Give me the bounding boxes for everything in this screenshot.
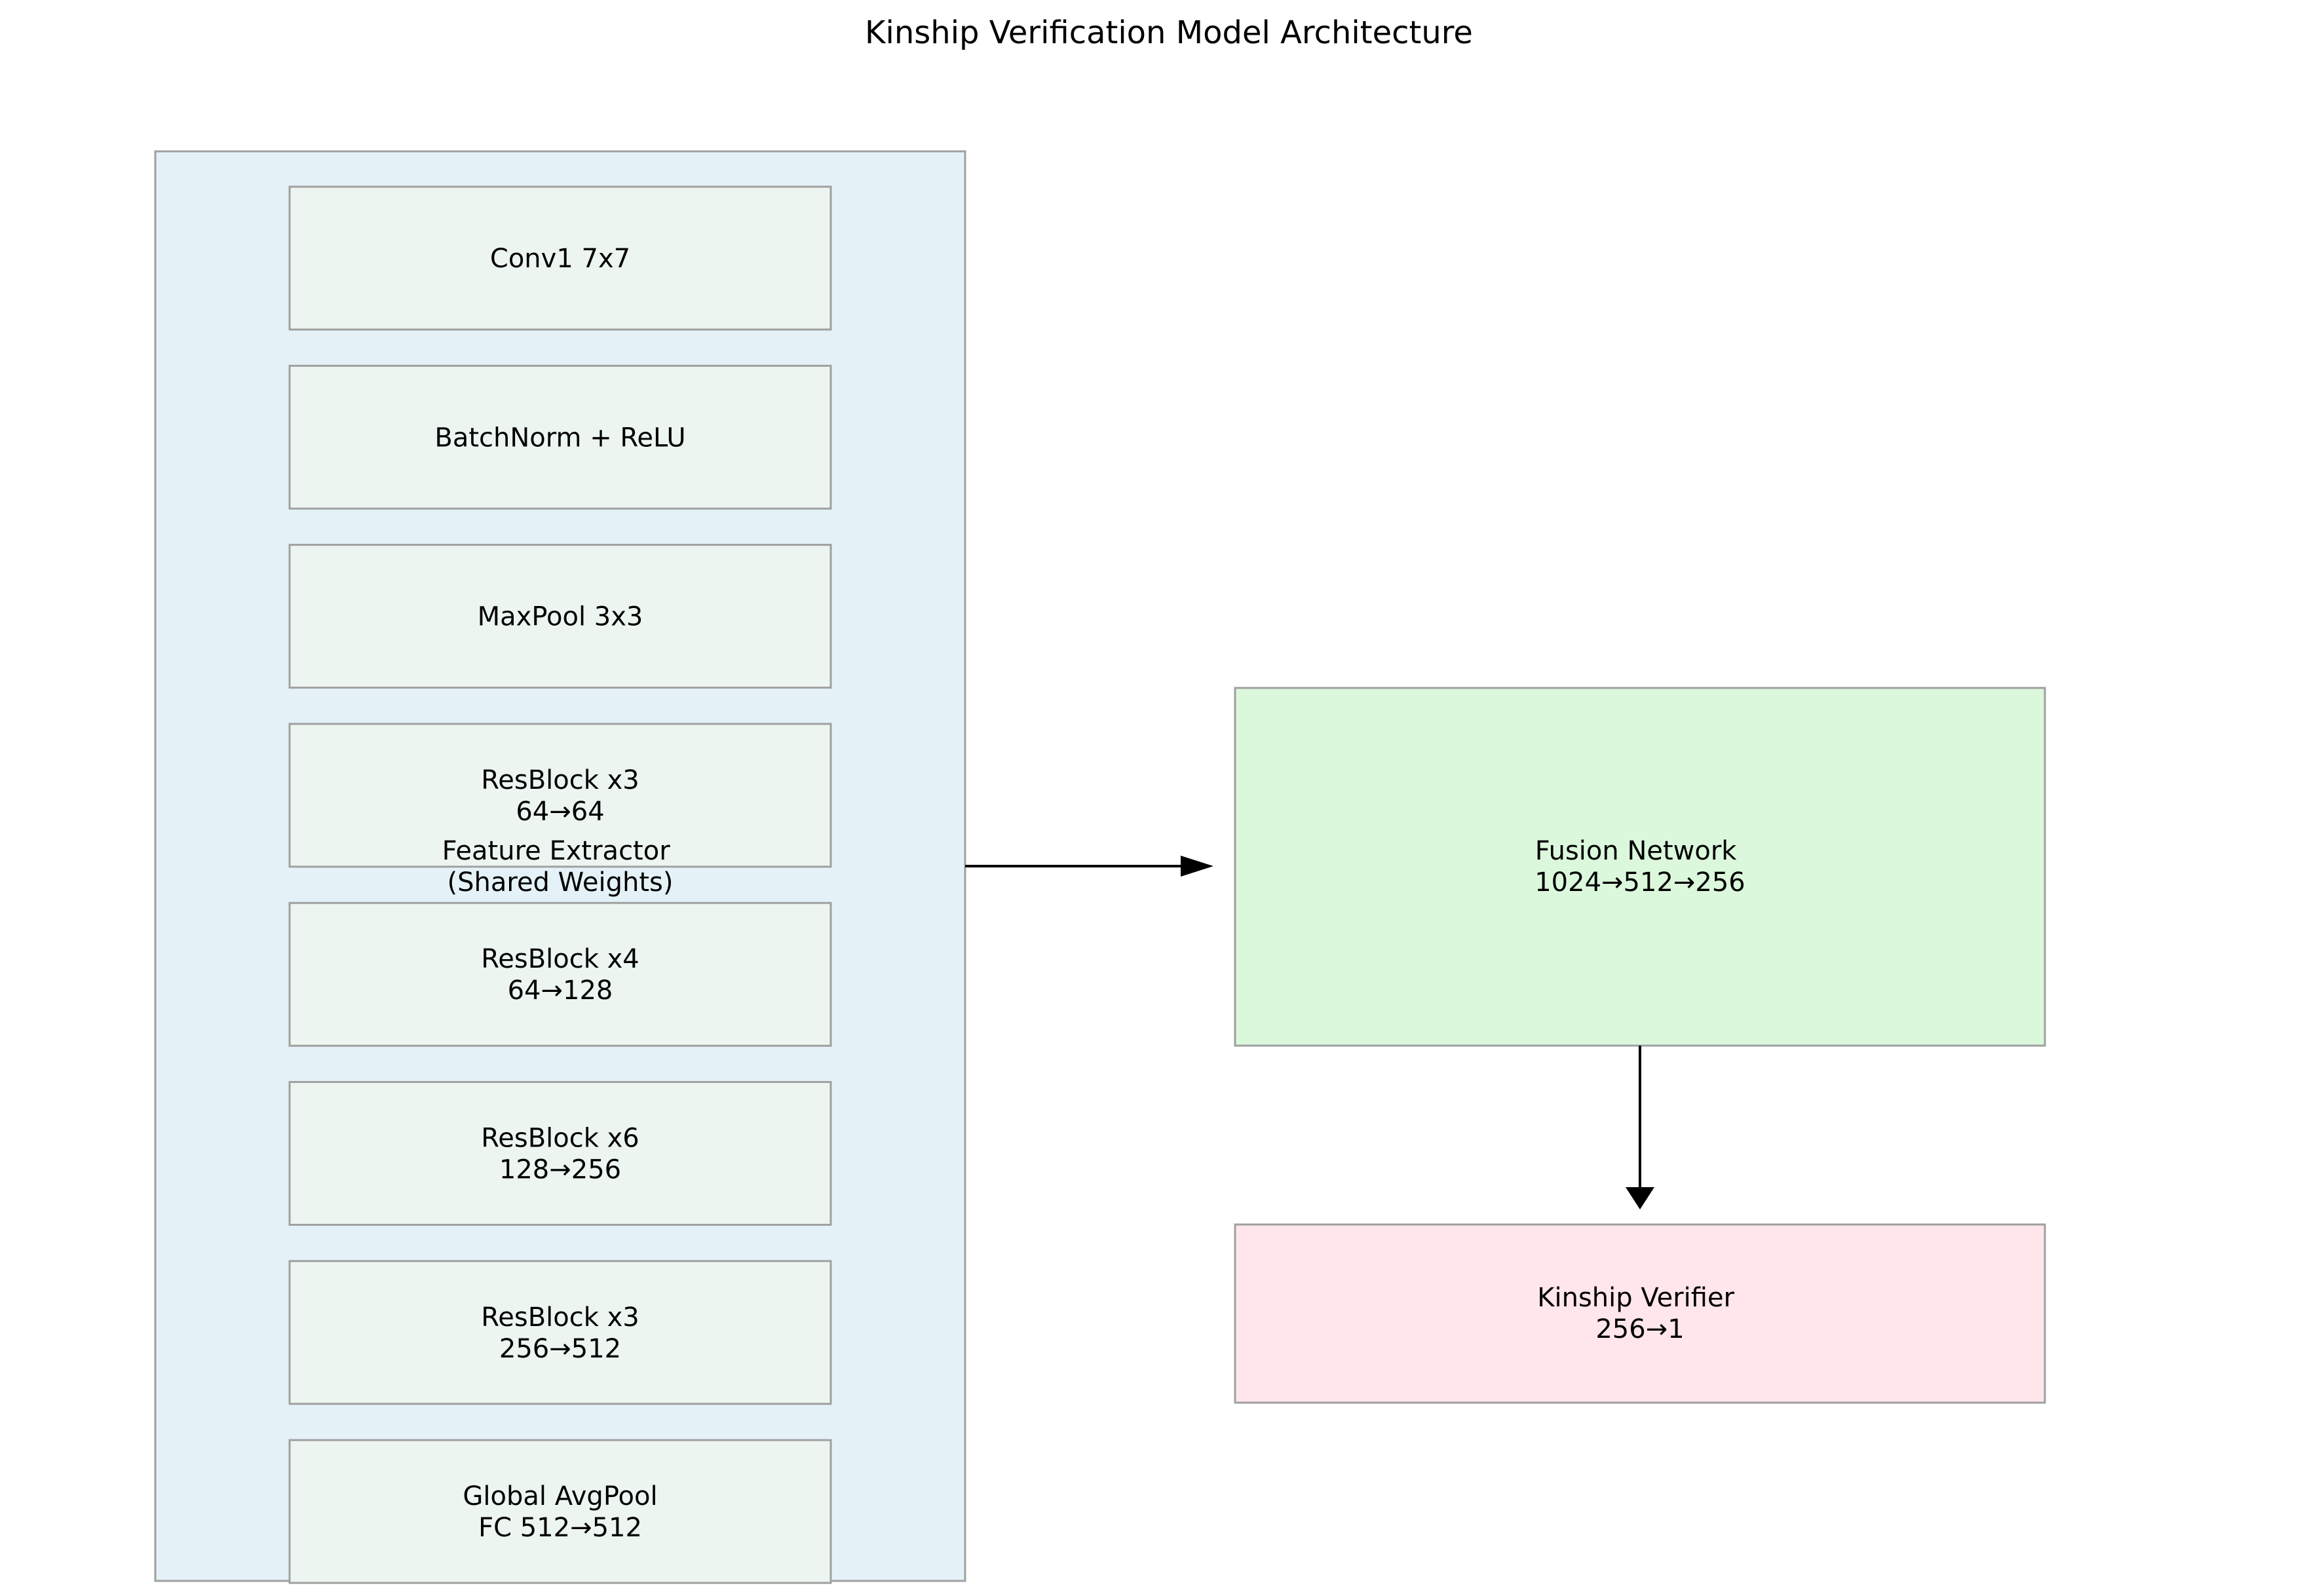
layer-label-line: 128→256	[499, 1155, 621, 1185]
kinship-verifier-box	[1234, 1223, 2046, 1404]
layer-box	[288, 1081, 832, 1226]
layer-label-line: ResBlock x3	[481, 1302, 639, 1333]
feature-extractor-label: Feature Extractor (Shared Weights)	[442, 836, 679, 898]
fusion-network-label-line-1: Fusion Network	[1535, 836, 1738, 866]
layer-label-line: FC 512→512	[478, 1513, 642, 1543]
kinship-verifier-label-line-1: Kinship Verifier	[1537, 1283, 1734, 1313]
layer-label-line: BatchNorm + ReLU	[434, 423, 685, 453]
feature-extractor-label-line-2: (Shared Weights)	[448, 867, 674, 898]
fusion-network-box	[1234, 687, 2046, 1047]
layer-label-line: MaxPool 3x3	[478, 602, 643, 632]
layer-block: MaxPool 3x3	[288, 544, 832, 689]
layer-block: Conv1 7x7	[288, 185, 832, 331]
layer-block: BatchNorm + ReLU	[288, 364, 832, 510]
layer-label-line: 256→512	[499, 1334, 621, 1364]
layer-box	[288, 544, 832, 689]
layer-box	[288, 723, 832, 868]
layer-label-line: 64→64	[516, 797, 604, 827]
edge-fusion-to-verifier-arrowhead	[1626, 1187, 1654, 1209]
fusion-network-label: Fusion Network 1024→512→256	[1534, 836, 1745, 898]
fusion-network-node: Fusion Network 1024→512→256	[1234, 687, 2046, 1047]
layer-box	[288, 1439, 832, 1584]
layer-label-line: Global AvgPool	[463, 1481, 657, 1511]
layer-label-line: 64→128	[508, 976, 613, 1006]
edge-fusion-to-verifier	[1626, 1046, 1654, 1209]
layer-label: BatchNorm + ReLU	[434, 423, 685, 453]
feature-extractor-label-line-1: Feature Extractor	[442, 836, 671, 866]
edge-feature-to-fusion	[965, 856, 1213, 877]
layer-label-line: ResBlock x3	[481, 765, 639, 795]
layer-box	[288, 1260, 832, 1405]
layer-box	[288, 364, 832, 510]
layer-label: Conv1 7x7	[490, 244, 630, 274]
diagram-title: Kinship Verification Model Architecture	[865, 14, 1473, 51]
fusion-network-label-line-2: 1024→512→256	[1534, 867, 1745, 898]
layer-box	[288, 901, 832, 1047]
edge-feature-to-fusion-arrowhead	[1181, 856, 1213, 877]
kinship-verifier-node: Kinship Verifier 256→1	[1234, 1223, 2046, 1404]
layer-box	[288, 185, 832, 331]
layer-label-line: ResBlock x4	[481, 944, 639, 974]
kinship-verifier-label-line-2: 256→1	[1595, 1314, 1684, 1344]
layer-label-line: Conv1 7x7	[490, 244, 630, 274]
layer-label-line: ResBlock x6	[481, 1124, 639, 1154]
layer-label: MaxPool 3x3	[478, 602, 643, 632]
kinship-verifier-label: Kinship Verifier 256→1	[1537, 1283, 1743, 1344]
